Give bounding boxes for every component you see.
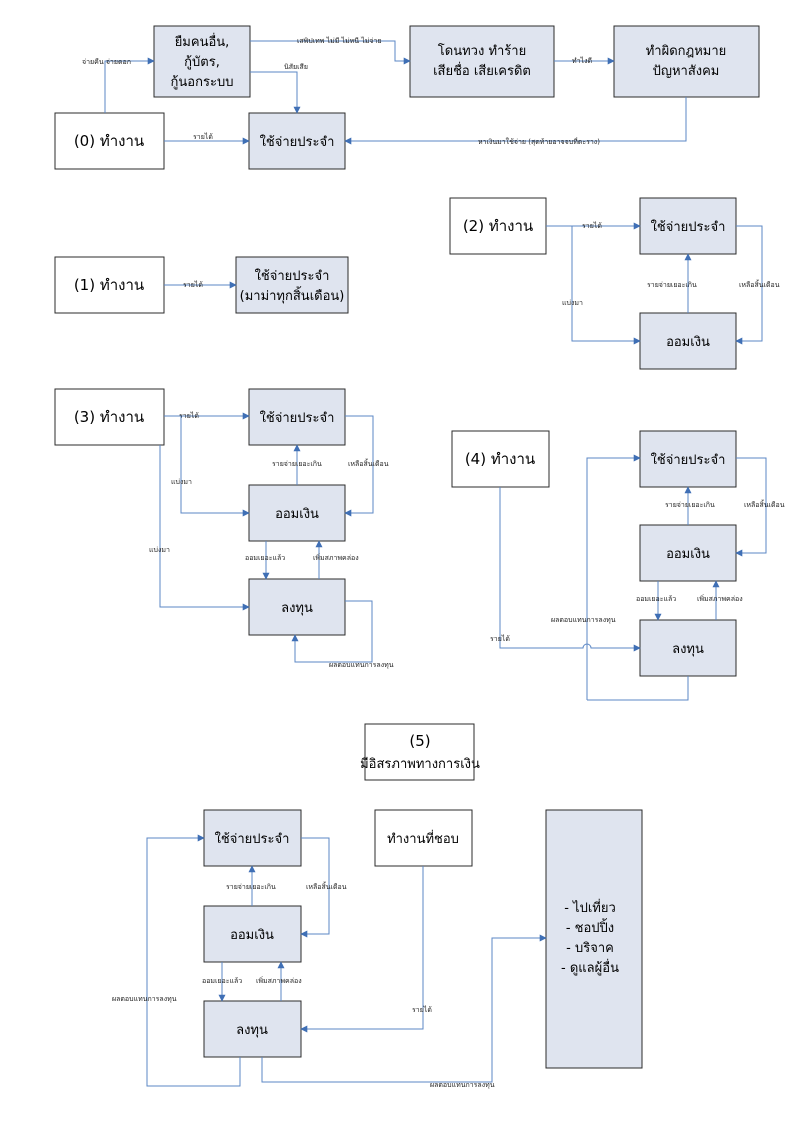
d0-harassed-box: โดนทวง ทำร้าย เสียชื่อ เสียเครดิต [409,25,555,98]
d5-label-return-left: ผลตอบแทนการลงทุน [112,995,177,1003]
d5-activity-1: - ไปเที่ยว [564,899,616,916]
d0-work-label: (0) ทำงาน [74,132,144,150]
diagram-4: (4) ทำงาน ใช้จ่ายประจำ ออมเงิน ลงทุน ราย… [451,430,785,701]
diagram-5: (5) มีอิสรภาพทางการเงิน ใช้จ่ายประจำ ทำง… [112,723,643,1089]
d5-label-liquidity: เพิ่มสภาพคล่อง [256,976,302,985]
d3-label-saved-enough: ออมเยอะแล้ว [245,554,285,562]
d5-spend-label: ใช้จ่ายประจำ [215,831,290,847]
d0-label-borrow-more: จ่ายคืน จ่ายดอก [82,58,131,66]
d5-title-line-2: มีอิสรภาพทางการเงิน [360,756,480,772]
d3-save-box: ออมเงิน [248,484,346,542]
d5-activity-2: - ชอปปิ้ง [566,918,614,936]
d5-work-box: ทำงานที่ชอบ [374,809,473,867]
d0-label-not-enough: นิสัยเสีย [284,63,308,71]
d5-activity-3: - บริจาค [566,941,614,956]
diagram-1: (1) ทำงาน ใช้จ่ายประจำ (มาม่าทุกสิ้นเดือ… [54,256,349,314]
d3-invest-label: ลงทุน [281,601,313,616]
d5-label-overspend: รายจ่ายเยอะเกิน [226,883,276,891]
d5-label-return-bottom: ผลตอบแทนการลงทุน [430,1081,495,1089]
d2-label-overspend: รายจ่ายเยอะเกิน [647,281,697,289]
d3-work-label: (3) ทำงาน [74,408,144,426]
d5-label-income: รายได้ [412,1005,432,1014]
d2-label-split: แบ่งมา [562,299,583,307]
d2-spend-box: ใช้จ่ายประจำ [639,197,737,255]
d0-work-box: (0) ทำงาน [54,112,165,170]
diagram-2: (2) ทำงาน ใช้จ่ายประจำ ออมเงิน รายได้ แบ… [449,197,780,370]
d5-label-leftover: เหลือสิ้นเดือน [306,880,347,891]
d5-label-saved-enough: ออมเยอะแล้ว [202,977,242,985]
d4-work-label: (4) ทำงาน [465,450,535,468]
d2-work-label: (2) ทำงาน [463,217,533,235]
d0-label-back: หาเงินมาใช้จ่าย (สุดท้ายอาจจบที่ตะราง) [478,137,600,146]
d0-borrow-box: ยืมคนอื่น, กู้บัตร, กู้นอกระบบ [153,25,251,98]
d0-illegal-line-1: ทำผิดกฎหมาย [646,44,727,59]
d0-label-do: ทำไงดี [572,56,592,65]
d3-invest-box: ลงทุน [248,578,346,636]
d2-label-income: รายได้ [582,221,602,230]
d0-borrow-line-3: กู้นอกระบบ [171,75,234,90]
d4-spend-box: ใช้จ่ายประจำ [639,430,737,488]
d3-label-split-1: แบ่งมา [171,478,192,486]
d2-spend-label: ใช้จ่ายประจำ [651,219,726,235]
d3-label-liquidity: เพิ่มสภาพคล่อง [313,553,359,562]
d5-title-box: (5) มีอิสรภาพทางการเงิน [360,723,480,781]
d0-illegal-box: ทำผิดกฎหมาย ปัญหาสังคม [613,25,760,98]
d0-harassed-line-1: โดนทวง ทำร้าย [438,43,526,59]
d4-label-liquidity: เพิ่มสภาพคล่อง [697,594,743,603]
d2-work-box: (2) ทำงาน [449,197,547,255]
d0-label-income: รายได้ [193,132,213,141]
d4-label-income: รายได้ [490,634,510,643]
d0-borrow-line-2: กู้บัตร, [184,55,220,70]
d0-spend-label: ใช้จ่ายประจำ [260,134,335,150]
d2-save-label: ออมเงิน [666,335,710,350]
d2-label-leftover: เหลือสิ้นเดือน [739,278,780,289]
d3-label-leftover: เหลือสิ้นเดือน [348,457,389,468]
d5-save-box: ออมเงิน [203,905,302,963]
d5-title-line-1: (5) [409,732,430,750]
d2-save-box: ออมเงิน [639,312,737,370]
d4-label-overspend: รายจ่ายเยอะเกิน [665,501,715,509]
d3-label-return: ผลตอบแทนการลงทุน [329,661,394,669]
diagram-3: (3) ทำงาน ใช้จ่ายประจำ ออมเงิน ลงทุน ราย… [54,388,394,669]
d3-spend-label: ใช้จ่ายประจำ [260,410,335,426]
d4-spend-label: ใช้จ่ายประจำ [651,452,726,468]
d3-label-split-2: แบ่งมา [149,546,170,554]
d0-label-dont-pay: เสพิปเทพ ไม่มี ไม่หนี ไม่จ่าย [297,36,382,45]
d1-label-income: รายได้ [183,280,203,289]
d5-save-label: ออมเงิน [230,928,274,943]
d4-invest-label: ลงทุน [672,642,704,657]
d5-spend-box: ใช้จ่ายประจำ [203,809,302,867]
d1-work-box: (1) ทำงาน [54,256,165,314]
d1-work-label: (1) ทำงาน [74,276,144,294]
d3-label-overspend: รายจ่ายเยอะเกิน [272,460,322,468]
d5-activity-4: - ดูแลผู้อื่น [561,959,619,976]
d4-work-box: (4) ทำงาน [451,430,550,488]
d4-label-saved-enough: ออมเยอะแล้ว [636,595,676,603]
d0-spend-box: ใช้จ่ายประจำ [248,112,346,170]
d3-label-income: รายได้ [179,411,199,420]
d1-spend-line-1: ใช้จ่ายประจำ [255,268,330,284]
diagram-0: ยืมคนอื่น, กู้บัตร, กู้นอกระบบ โดนทวง ทำ… [54,25,760,170]
d0-borrow-line-1: ยืมคนอื่น, [174,33,229,50]
d4-invest-box: ลงทุน [639,619,737,677]
d5-invest-label: ลงทุน [236,1023,268,1038]
d5-activities-box: - ไปเที่ยว - ชอปปิ้ง - บริจาค - ดูแลผู้อ… [545,809,643,1069]
d3-work-box: (3) ทำงาน [54,388,165,446]
d3-spend-box: ใช้จ่ายประจำ [248,388,346,446]
d4-save-box: ออมเงิน [639,524,737,582]
d3-save-label: ออมเงิน [275,507,319,522]
d0-harassed-line-2: เสียชื่อ เสียเครดิต [433,62,531,79]
d0-illegal-line-2: ปัญหาสังคม [653,64,720,79]
d5-work-label: ทำงานที่ชอบ [387,830,459,847]
d4-label-return: ผลตอบแทนการลงทุน [551,616,616,624]
d4-label-leftover: เหลือสิ้นเดือน [744,498,785,509]
d4-save-label: ออมเงิน [666,547,710,562]
d1-spend-line-2: (มาม่าทุกสิ้นเดือน) [240,286,345,304]
d1-spend-box: ใช้จ่ายประจำ (มาม่าทุกสิ้นเดือน) [235,256,349,314]
d5-invest-box: ลงทุน [203,1000,302,1058]
